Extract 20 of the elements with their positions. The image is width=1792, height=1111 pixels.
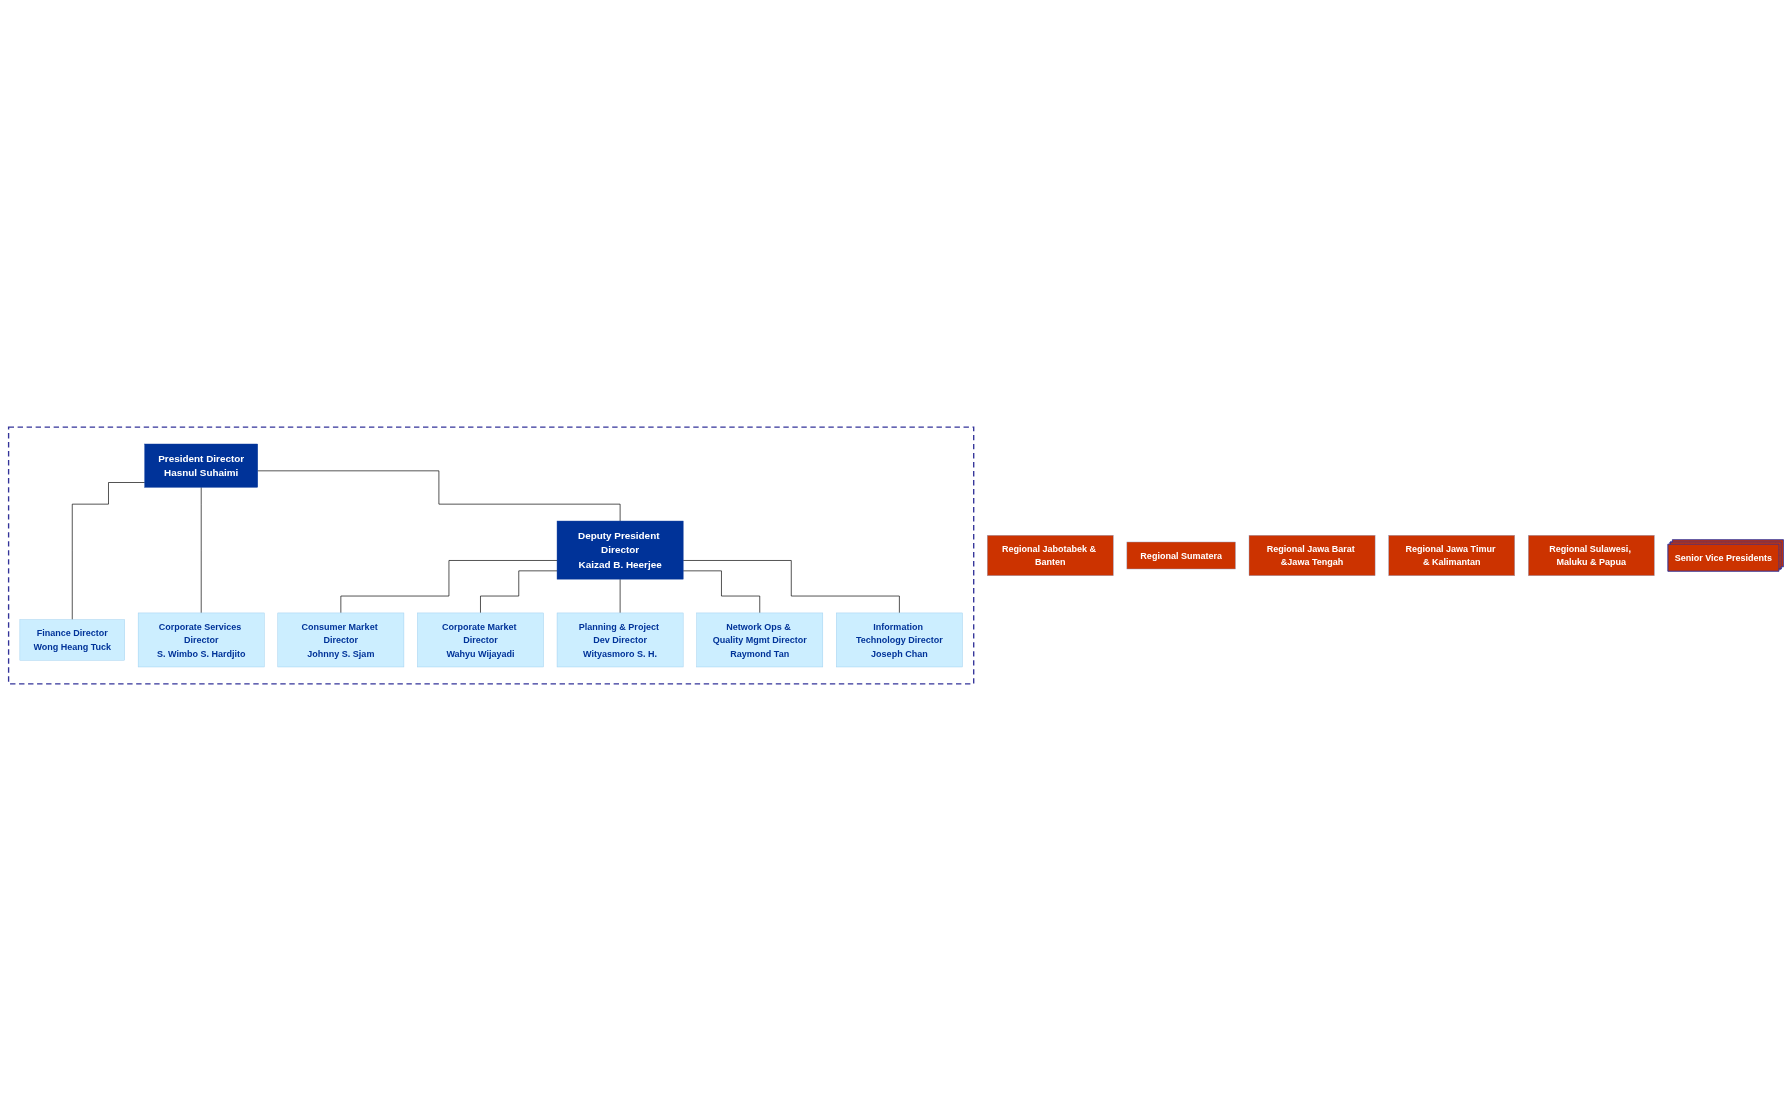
node-box: Regional Sulawesi, Maluku & Papua: [1528, 535, 1655, 576]
node-box: Deputy President Director Kaizad B. Heerjee: [556, 520, 684, 580]
connector: [682, 560, 900, 614]
node-box: President Director Hasnul Suhaimi: [144, 443, 258, 488]
node-box: Regional Jabotabek & Banten: [987, 535, 1114, 576]
node-box: Regional Jawa Barat &Jawa Tengah: [1248, 535, 1376, 576]
node-box: Regional Jawa Timur & Kalimantan: [1388, 535, 1515, 576]
node-box: Information Technology Director Joseph Chan: [836, 612, 963, 668]
node-box: Corporate Market Director Wahyu Wijayadi: [417, 612, 544, 668]
node-box: Planning & Project Dev Director Wityasmoro S. H.: [556, 612, 684, 668]
cluster: [7, 426, 975, 685]
connector: [682, 570, 761, 614]
node-box: Corporate Services Director S. Wimbo S. Hardjito: [137, 612, 265, 668]
node-box: Consumer Market Director Johnny S. Sjam: [277, 612, 405, 668]
node-box: Network Ops & Quality Mgmt Director Raymond Tan: [696, 612, 824, 668]
node-box: Regional Sumatera: [1126, 541, 1236, 570]
connector: [480, 570, 558, 614]
node-box: Finance Director Wong Heang Tuck: [19, 619, 125, 661]
connector: [340, 560, 558, 614]
connector: [71, 482, 146, 621]
